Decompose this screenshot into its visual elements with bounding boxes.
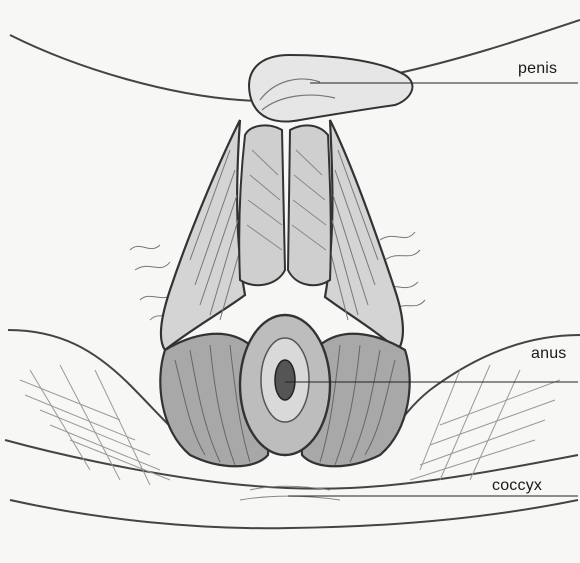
coccyx-label: coccyx	[492, 477, 542, 495]
anus-label: anus	[531, 345, 567, 363]
anus-shape	[240, 315, 330, 455]
penis-label: penis	[518, 60, 557, 78]
